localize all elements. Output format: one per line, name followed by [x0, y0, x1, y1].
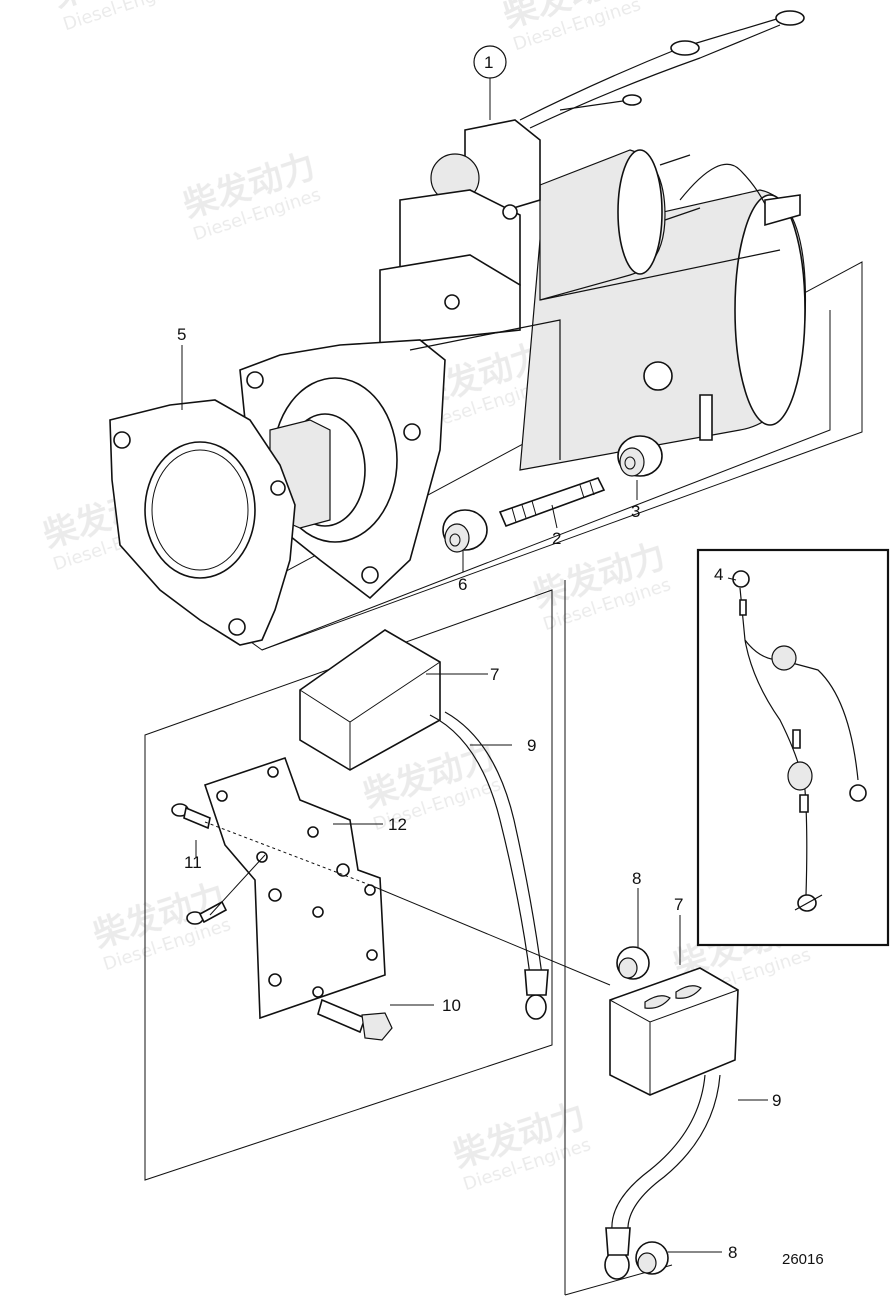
watermark-6: 柴发动力 Diesel-Engines — [528, 536, 673, 635]
callout-1: 1 — [484, 53, 493, 72]
callout-5: 5 — [177, 325, 186, 344]
cable-part-9-upper — [429, 711, 549, 1020]
callout-leaders — [181, 45, 768, 1253]
callout-6: 6 — [458, 575, 467, 594]
screw-part-11-upper — [171, 803, 211, 830]
callout-11: 11 — [184, 853, 202, 872]
watermark-3: 柴发动力 Diesel-Engines — [178, 146, 323, 245]
watermark-2: 柴发动力 Diesel-Engines — [498, 0, 643, 55]
callout-12: 12 — [388, 815, 407, 834]
stud-part-2 — [498, 477, 606, 528]
callout-10: 10 — [442, 996, 461, 1015]
right-group-frame — [564, 580, 673, 1296]
solenoid-terminal-stud — [659, 154, 691, 166]
motor-group-inner-frame — [261, 310, 831, 651]
cable-part-9-lower — [604, 1074, 721, 1280]
motor-end-cap — [734, 194, 806, 426]
bracket-plate-part-12 — [203, 756, 386, 1020]
callout-7-upper: 7 — [490, 665, 499, 684]
housing-drain-tube — [699, 394, 713, 441]
callout-8-lower: 8 — [728, 1243, 737, 1262]
motor-terminal — [764, 194, 801, 227]
watermark-10: 柴发动力 Diesel-Engines — [448, 1096, 593, 1195]
solenoid-terminal-stud-2 — [664, 207, 701, 221]
callout-4: 4 — [714, 565, 723, 584]
bracket-group-frame — [144, 589, 553, 1181]
relay-part-1 — [379, 119, 541, 346]
alignment-line-to-relay — [369, 884, 611, 986]
watermark-1: 柴发动力 Diesel-Engines — [48, 0, 193, 35]
harness-part-4 — [732, 570, 867, 912]
drawing-reference-number: 26016 — [782, 1251, 824, 1268]
nut-part-6 — [442, 509, 488, 553]
callout-2: 2 — [552, 529, 561, 548]
flange-bolt-hole-bottom — [361, 566, 379, 584]
gasket-part-5 — [109, 399, 296, 646]
nut-part-8-upper — [616, 946, 650, 980]
solenoid-end — [617, 149, 663, 275]
callout-3: 3 — [631, 502, 640, 521]
callout-9-lower: 9 — [772, 1091, 781, 1110]
relay-cable-harness — [519, 10, 805, 129]
callout-9-upper: 9 — [527, 736, 536, 755]
flange-bolt-hole-right — [403, 423, 421, 441]
flange-housing-edge — [409, 319, 561, 460]
bolt-part-10 — [317, 998, 393, 1041]
nut-part-3 — [617, 435, 663, 477]
motor-housing-hole — [643, 361, 673, 391]
callout-7-lower: 7 — [674, 895, 683, 914]
relay-block-part-7-lower — [609, 967, 739, 1096]
solenoid-wire — [679, 163, 771, 216]
flange-bolt-hole-top — [246, 371, 264, 389]
through-rod — [539, 249, 781, 301]
nut-part-8-lower — [635, 1241, 669, 1275]
callout-8-upper: 8 — [632, 869, 641, 888]
watermark-8: 柴发动力 Diesel-Engines — [88, 876, 233, 975]
relay-block-part-7-upper — [299, 629, 441, 771]
alignment-line-screw — [209, 854, 266, 916]
